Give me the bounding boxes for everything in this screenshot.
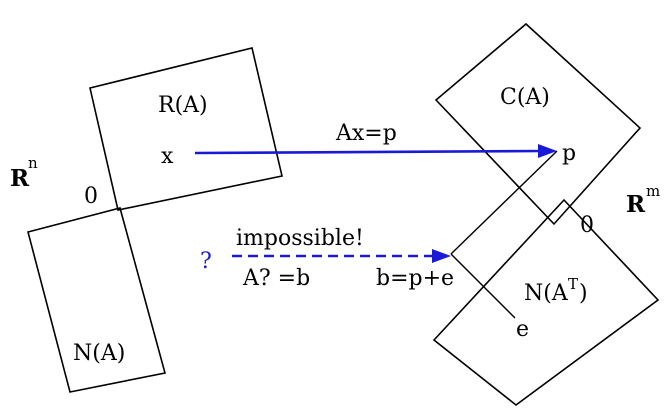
x-label: x [161, 144, 174, 169]
left-null-space-label-close: ) [579, 281, 588, 306]
left-null-space-label: N(A T ) [524, 275, 588, 306]
ax-equals-p-arrow [194, 149, 543, 155]
null-space-box [27, 207, 166, 393]
row-space-label: R(A) [158, 93, 208, 118]
rm-superscript: m [646, 182, 660, 200]
rm-label: R [626, 191, 646, 218]
left-null-space-box [432, 198, 660, 407]
column-space-box [434, 22, 642, 226]
null-space-label: N(A) [73, 341, 125, 366]
p-label: p [562, 141, 576, 166]
b-equals-p-plus-e-label: b=p+e [376, 266, 454, 291]
a-question-b-label: A? =b [242, 266, 310, 291]
e-label: e [516, 317, 529, 342]
left-null-space-label-sup: T [568, 275, 578, 293]
column-space-label: C(A) [500, 85, 550, 110]
rn-label: R [10, 165, 30, 192]
left-null-space-label-main: N(A [524, 281, 569, 306]
left-origin-label: 0 [84, 184, 98, 209]
ax-equals-p-label: Ax=p [335, 121, 397, 146]
rn-superscript: n [28, 154, 38, 172]
impossible-arrowhead [432, 249, 451, 263]
b-to-e-line [450, 253, 516, 319]
right-origin-label: 0 [580, 213, 594, 238]
impossible-label: impossible! [236, 226, 364, 251]
question-mark-label: ? [200, 249, 212, 274]
row-space-box [89, 47, 283, 211]
b-to-p-line [450, 150, 558, 255]
ax-arrowhead [538, 144, 557, 158]
